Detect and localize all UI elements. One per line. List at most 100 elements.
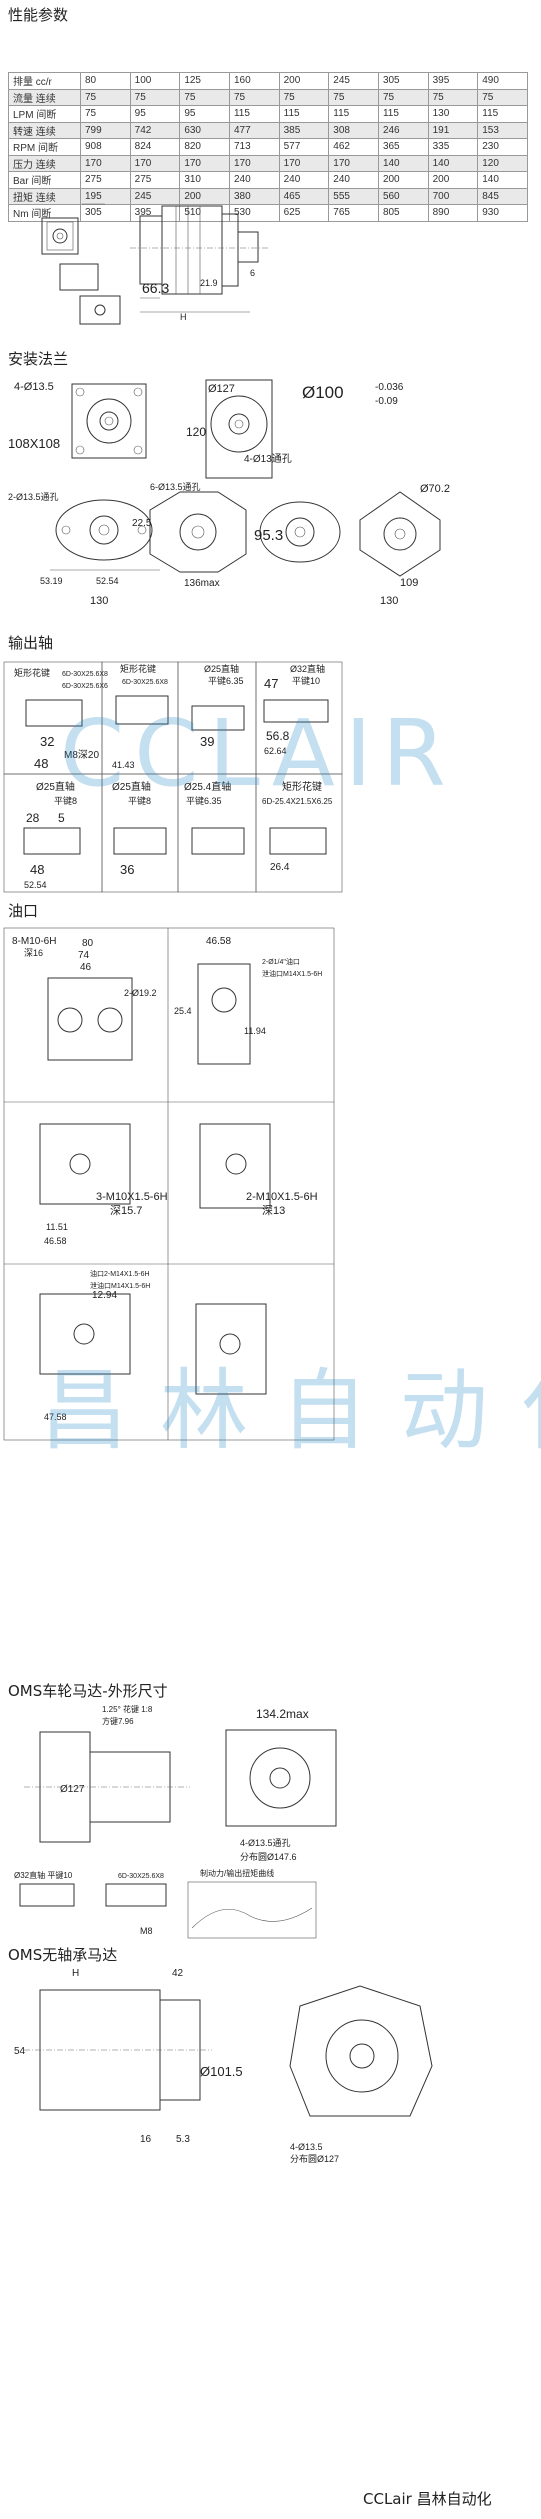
table-cell: 195	[80, 187, 131, 205]
table-cell: 200	[427, 171, 479, 189]
table-cell: 310	[179, 171, 230, 189]
shaft-39: 39	[200, 734, 214, 749]
row-label: 排量 cc/r	[8, 72, 81, 90]
port-47-58: 47.58	[44, 1412, 67, 1422]
port-note1: 2-Ø1/4"油口	[262, 957, 300, 966]
shaft-c1a: 6D-30X25.6X8	[62, 671, 108, 678]
row-label: 扭矩 连续	[8, 187, 81, 205]
port-74: 74	[78, 950, 90, 961]
table-cell: 560	[377, 187, 429, 205]
table-cell: 75	[328, 88, 379, 106]
wheel-134max: 134.2max	[256, 1707, 309, 1721]
table-cell: 305	[377, 72, 429, 90]
flange-109: 109	[400, 577, 418, 589]
shaft-m8: M8深20	[64, 749, 99, 761]
wheel-m8: M8	[140, 1926, 153, 1936]
shaft-c4: Ø32直轴	[290, 663, 325, 674]
wheel-sh1: Ø32直轴 平键10	[14, 1870, 73, 1880]
table-cell: 140	[427, 154, 479, 172]
table-cell: 365	[377, 138, 429, 156]
flange-130b: 130	[380, 595, 398, 607]
dim-21-9: 21.9	[200, 278, 218, 288]
table-cell: 130	[427, 105, 479, 123]
table-cell: 115	[477, 105, 528, 123]
table-cell: 100	[129, 72, 181, 90]
section-title-shaft: 输出轴	[8, 634, 54, 652]
table-cell: 275	[80, 171, 131, 189]
table-cell: 75	[477, 88, 528, 106]
wheel-sh2: 6D-30X25.6X8	[118, 1873, 164, 1880]
wheel-pcd: 分布圆Ø147.6	[240, 1851, 297, 1862]
footer-brand: CCLair 昌林自动化	[363, 2490, 492, 2508]
port-12-94: 12.94	[92, 1290, 117, 1301]
shaft-26-4: 26.4	[270, 862, 290, 873]
row-label: LPM 间断	[8, 105, 81, 123]
table-cell: 75	[377, 88, 429, 106]
table-cell: 115	[377, 105, 429, 123]
row-label: RPM 间断	[8, 138, 81, 156]
flange-95-3: 95.3	[254, 527, 283, 544]
bl-d101: Ø101.5	[200, 2064, 243, 2079]
table-cell: 115	[328, 105, 379, 123]
shaft-48: 48	[34, 756, 48, 771]
flange-h120: 120	[186, 425, 206, 439]
port-note4: 泄油口M14X1.5-6H	[90, 1281, 150, 1290]
table-cell: 240	[228, 171, 280, 189]
bl-holes: 4-Ø13.5	[290, 2142, 323, 2152]
table-cell: 477	[228, 121, 280, 139]
shaft-r2c2: 平键6.35	[186, 795, 222, 806]
dim-h: H	[180, 312, 187, 322]
flange-t2: 2-Ø13.5通孔	[8, 492, 59, 502]
table-cell: 75	[179, 88, 230, 106]
shaft-62-64: 62.64	[264, 746, 287, 756]
shaft-47: 47	[264, 676, 278, 691]
wheel-flange: 1.25° 花键 1:8	[102, 1704, 153, 1714]
port-note2: 泄油口M14X1.5-6H	[262, 969, 322, 978]
shaft-c2a: 6D-30X25.6X8	[122, 679, 168, 686]
table-cell: 713	[228, 138, 280, 156]
shaft-drawings: 矩形花键 6D-30X25.6X8 6D-30X25.6X6 32 48 M8深…	[3, 661, 343, 893]
shaft-28: 28	[26, 811, 40, 825]
table-cell: 820	[179, 138, 230, 156]
section-title-flange: 安装法兰	[8, 350, 69, 368]
table-cell: 799	[80, 121, 131, 139]
table-cell: 75	[228, 88, 280, 106]
bearingless-drawings: H 42 54 Ø101.5 16 5.3 4-Ø13.5 分布圆Ø127	[14, 1968, 433, 2164]
table-cell: 245	[328, 72, 379, 90]
table-cell: 490	[477, 72, 528, 90]
section-title-performance: 性能参数	[8, 6, 69, 24]
shaft-32: 32	[40, 734, 54, 749]
wheel-thru: 4-Ø13.5通孔	[240, 1838, 291, 1848]
table-cell: 115	[278, 105, 330, 123]
table-cell: 246	[377, 121, 429, 139]
table-cell: 75	[129, 88, 181, 106]
flange-tol-up: -0.036	[375, 382, 404, 393]
flange-d100: Ø100	[302, 383, 344, 402]
table-cell: 153	[477, 121, 528, 139]
table-cell: 140	[377, 154, 429, 172]
wheel-motor-drawings: 1.25° 花键 1:8 方键7.96 Ø127 134.2max 4-Ø13.…	[14, 1704, 337, 1939]
flange-drawings-row2: 2-Ø13.5通孔 53.19 52.54 130 6-Ø13.5通孔 22.5…	[8, 482, 450, 607]
table-cell: 845	[477, 187, 528, 205]
flange-drawings: 4-Ø13.5 108X108 Ø127 120 4-Ø13通孔 Ø100 -0…	[8, 379, 404, 479]
table-cell: 95	[179, 105, 230, 123]
port-46-58b: 46.58	[44, 1236, 67, 1246]
bl-42: 42	[172, 1968, 184, 1979]
flange-136max: 136max	[184, 578, 220, 589]
table-cell: 75	[278, 88, 330, 106]
table-cell: 140	[477, 171, 528, 189]
port-80: 80	[82, 938, 94, 949]
table-cell: 577	[278, 138, 330, 156]
table-cell: 385	[278, 121, 330, 139]
section-title-bearingless: OMS无轴承马达	[8, 1946, 118, 1964]
table-cell: 75	[80, 88, 131, 106]
table-cell: 170	[80, 154, 131, 172]
table-cell: 824	[129, 138, 181, 156]
flange-52: 52.54	[96, 576, 119, 586]
table-cell: 462	[328, 138, 379, 156]
bl-5-3: 5.3	[176, 2134, 190, 2145]
table-cell: 160	[228, 72, 280, 90]
